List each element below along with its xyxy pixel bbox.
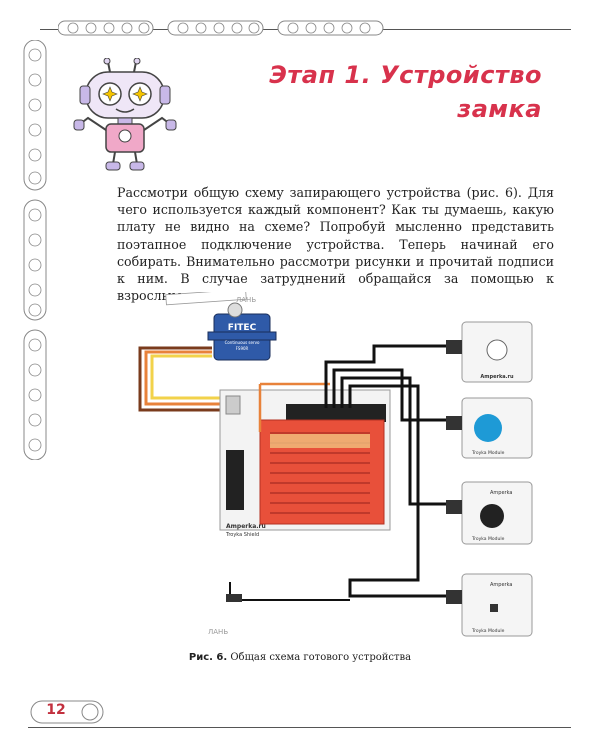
sensor-brand: Amperka: [490, 582, 512, 588]
caption-text: Общая схема готового устройства: [230, 652, 412, 663]
button-module-label: Troyka Module: [471, 450, 505, 456]
shield-label: Troyka Shield: [225, 532, 259, 538]
decorative-strip-left: [23, 40, 47, 460]
figure-caption: Рис. 6. Общая схема готового устройства: [0, 652, 600, 663]
keypad-site: Amperka.ru: [480, 374, 514, 380]
keypad-module: Amperka.ru: [461, 321, 533, 383]
sensor-module-label: Troyka Module: [471, 628, 505, 634]
body-paragraph: Рассмотри общую схему запирающего устрой…: [117, 185, 554, 304]
watermark-bottom: ЛАНЬ: [208, 628, 229, 636]
caption-label: Рис. 6.: [188, 652, 228, 663]
page-title: Этап 1. Устройство замка: [269, 61, 542, 123]
decorative-strip-top: [58, 20, 384, 36]
servo-brand: FITEC: [228, 323, 257, 333]
sensor-module: Amperka Troyka Module: [461, 573, 533, 637]
servo-model: FS90R: [236, 346, 249, 351]
button-module: Troyka Module: [461, 397, 533, 459]
buzzer-module-label: Troyka Module: [471, 536, 505, 542]
buzzer-module: Amperka Troyka Module: [461, 481, 533, 545]
circuit-diagram: FITEC Continuous servo FS90R Amperka.ru …: [138, 292, 533, 637]
robot-illustration: [73, 58, 177, 171]
servo-label: Continuous servo: [225, 340, 260, 345]
watermark-top: ЛАНЬ: [236, 296, 257, 304]
buzzer-brand: Amperka: [490, 490, 512, 496]
board-label: Amperka.ru: [226, 523, 266, 530]
page-number-pill: [30, 700, 104, 724]
page-number: 12: [46, 702, 66, 718]
bottom-rule: [28, 727, 571, 728]
